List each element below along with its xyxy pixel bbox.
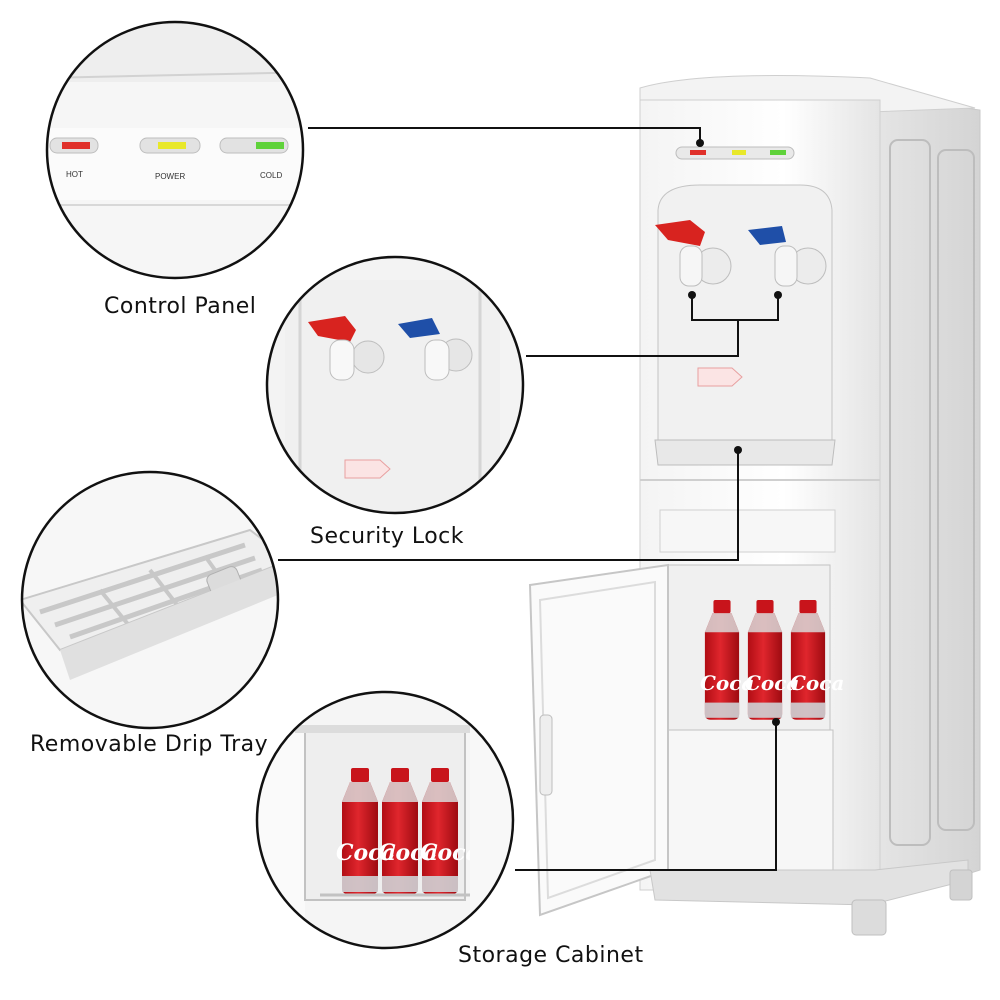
security-lock-caption: Security Lock <box>310 524 465 549</box>
storage-cabinet-closeup: Coca Coca Coca <box>255 690 515 950</box>
control-panel-caption: Control Panel <box>104 294 257 319</box>
cold-label: COLD <box>260 171 282 180</box>
storage-cabinet-callout-line <box>515 722 777 871</box>
svg-text:Coca: Coca <box>420 840 480 866</box>
callout-lines <box>278 127 782 871</box>
svg-text:Coca: Coca <box>745 671 799 695</box>
svg-text:Coca: Coca <box>790 671 844 695</box>
hot-label: HOT <box>66 170 83 179</box>
security-lock-callout-line <box>526 296 779 357</box>
svg-text:Coca: Coca <box>336 840 396 866</box>
svg-text:Coca: Coca <box>378 840 438 866</box>
storage-cabinet-caption: Storage Cabinet <box>458 943 644 968</box>
drip-tray-caption: Removable Drip Tray <box>30 732 269 757</box>
power-label: POWER <box>155 172 185 181</box>
bottle-brand-text: Coca <box>700 671 754 695</box>
security-lock-closeup <box>265 255 525 515</box>
drip-tray-closeup <box>20 470 280 730</box>
drip-tray-callout-line <box>278 450 739 561</box>
control-panel-closeup: HOT POWER COLD <box>45 20 305 280</box>
water-dispenser: Coca Coca Coca <box>528 75 981 936</box>
